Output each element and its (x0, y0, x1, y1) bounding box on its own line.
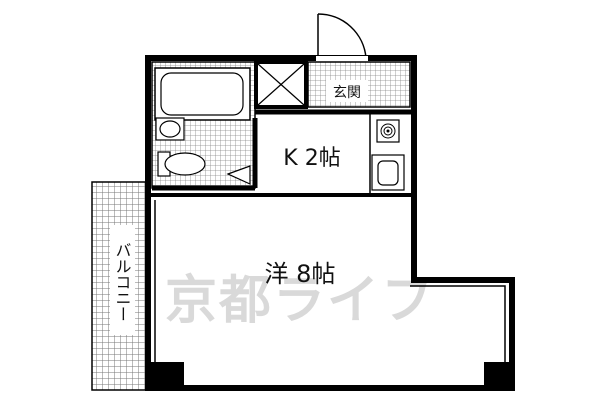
watermark: 京都ライフ (165, 271, 435, 331)
sink-icon (371, 154, 405, 191)
storage-cross-icon (254, 60, 308, 109)
bathroom (151, 61, 258, 191)
door-swing-icon (316, 13, 368, 61)
bathtub-icon (154, 67, 251, 121)
washbasin-icon (155, 117, 185, 141)
kitchen-label: K 2帖 (283, 146, 340, 171)
toilet-icon (157, 151, 206, 177)
stove-icon (376, 119, 400, 143)
corner-br (484, 362, 512, 388)
corner-bl (148, 362, 184, 388)
entrance-label: 玄関 (333, 84, 361, 101)
entrance: 玄関 (307, 61, 411, 108)
balcony: バルコニー (91, 181, 150, 391)
kitchen: K 2帖 (283, 112, 405, 195)
balcony-label: バルコニー (113, 242, 132, 322)
western-room-label: 洋 8帖 (265, 260, 336, 288)
exterior-walls (145, 55, 515, 391)
